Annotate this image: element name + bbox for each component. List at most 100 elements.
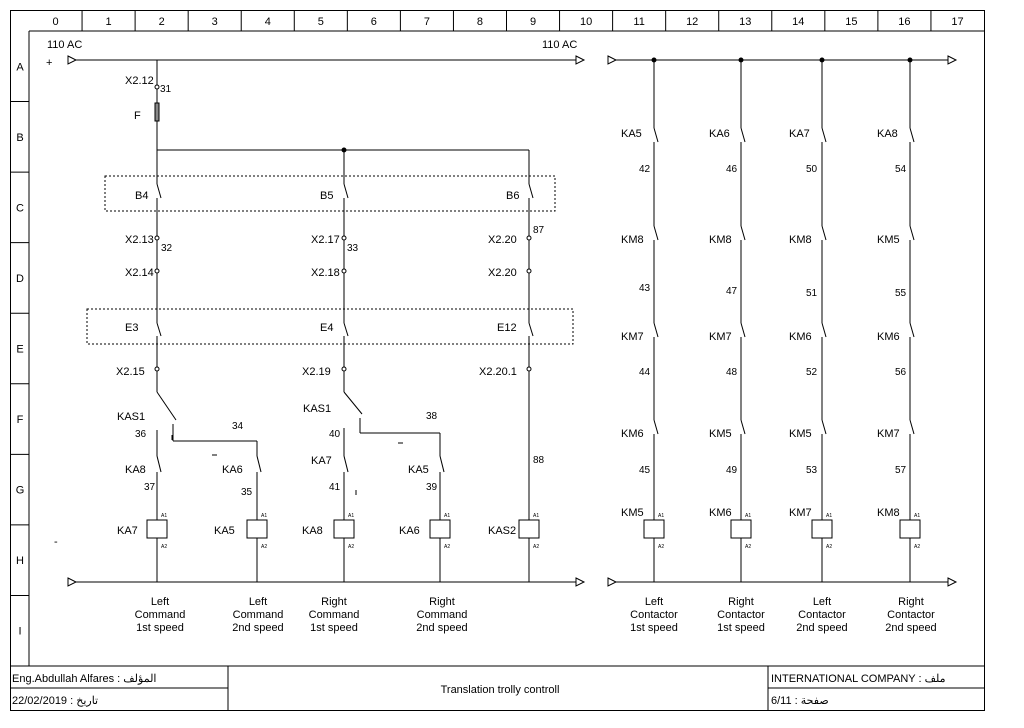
contact-label: KM8: [709, 234, 732, 246]
contact-label: KA8: [877, 128, 898, 140]
left-function-labels: Left Command 1st speed Left Command 2nd …: [135, 596, 468, 634]
column-number: 6: [371, 16, 377, 28]
interlock-label: KA6: [222, 464, 243, 476]
pin-label: A1: [745, 513, 751, 519]
pin-label: A2: [261, 544, 267, 550]
wire-number: 56: [895, 367, 907, 378]
terminal-label: X2.14: [125, 267, 154, 279]
contact-label: KM8: [621, 234, 644, 246]
date-text: 22/02/2019 : تاريخ: [12, 695, 98, 707]
coil-label: KM7: [789, 507, 812, 519]
left-coils: [146, 519, 540, 539]
function-label: 2nd speed: [416, 622, 467, 634]
coil-label: KM5: [621, 507, 644, 519]
limit-switch-2-label: B5: [320, 190, 333, 202]
function-label: Contactor: [717, 609, 765, 621]
terminal-label: X2.20: [488, 267, 517, 279]
wire-number: 32: [161, 243, 173, 254]
row-letter: E: [16, 344, 23, 356]
kas-contact-label: KAS1: [303, 403, 331, 415]
function-label: Right: [429, 596, 455, 608]
pin-label: A1: [533, 513, 539, 519]
right-circuit-wiring: [651, 57, 915, 582]
pin-label: A2: [745, 544, 751, 550]
wire-number: 46: [726, 164, 738, 175]
wire-number: 51: [806, 288, 818, 299]
wire-number: 48: [726, 367, 738, 378]
contact-label: KM6: [789, 331, 812, 343]
fuse-label: F: [134, 110, 141, 122]
wire-number: 43: [639, 283, 651, 294]
right-function-labels: Left Contactor 1st speed Right Contactor…: [630, 596, 937, 634]
contact-label: KA6: [709, 128, 730, 140]
right-labels: KA5 42 KM8 43 KM7 44 KM6 45 KM5 KA6 46 K…: [621, 128, 907, 519]
column-number: 14: [792, 16, 804, 28]
contact-label: KM5: [877, 234, 900, 246]
pin-label: A2: [444, 544, 450, 550]
contact-label: KM6: [877, 331, 900, 343]
row-letter: G: [16, 485, 25, 497]
pin-label: A2: [658, 544, 664, 550]
function-label: Command: [135, 609, 186, 621]
coil-label: KM8: [877, 507, 900, 519]
wire-number: 87: [533, 225, 545, 236]
limit-switch-3-label: B6: [506, 190, 519, 202]
terminal-label: X2.20.1: [479, 366, 517, 378]
column-number: 17: [951, 16, 963, 28]
supply-bus: 110 AC 110 AC + -: [46, 39, 958, 587]
wire-number: 34: [232, 421, 244, 432]
contact-label: KA7: [789, 128, 810, 140]
wire-number: 50: [806, 164, 818, 175]
function-label: Right: [728, 596, 754, 608]
contact-label: KM5: [789, 428, 812, 440]
function-label: Right: [898, 596, 924, 608]
wire-number: 36: [135, 429, 147, 440]
wire-number: 49: [726, 465, 738, 476]
function-label: Command: [309, 609, 360, 621]
fuse-wire-label: 31: [160, 84, 172, 95]
column-number: 9: [530, 16, 536, 28]
selector-1-label: E3: [125, 322, 138, 334]
column-number: 0: [52, 16, 58, 28]
right-coils: [643, 519, 921, 539]
column-number: 8: [477, 16, 483, 28]
column-number: 1: [106, 16, 112, 28]
function-label: Contactor: [630, 609, 678, 621]
limit-switch-1-label: B4: [135, 190, 148, 202]
pin-label: A1: [658, 513, 664, 519]
coil-label: KA7: [117, 525, 138, 537]
drawing-title: Translation trolly controll: [441, 684, 560, 696]
wire-number: 44: [639, 367, 651, 378]
function-label: Left: [151, 596, 169, 608]
wire-number: 39: [426, 482, 438, 493]
wire-number: 57: [895, 465, 907, 476]
outer-frame: [10, 10, 985, 711]
column-number: 2: [159, 16, 165, 28]
function-label: 2nd speed: [796, 622, 847, 634]
function-label: Left: [645, 596, 663, 608]
wire-number: 37: [144, 482, 156, 493]
interlock-label: KA5: [408, 464, 429, 476]
function-label: Left: [249, 596, 267, 608]
contact-label: KM8: [789, 234, 812, 246]
wire-number: 54: [895, 164, 907, 175]
wire-number: 41: [329, 482, 341, 493]
row-letter: B: [16, 132, 23, 144]
contact-label: KM7: [709, 331, 732, 343]
wire-number: 42: [639, 164, 651, 175]
pin-label: A1: [161, 513, 167, 519]
coil-pin-labels: A1 A2 A1 A2 A1 A2 A1 A2 A1 A2 A1 A2 A1 A…: [161, 513, 920, 550]
function-label: Command: [417, 609, 468, 621]
function-label: Command: [233, 609, 284, 621]
column-number: 13: [739, 16, 751, 28]
column-number: 3: [212, 16, 218, 28]
contact-label: KM5: [709, 428, 732, 440]
interlock-label: KA8: [125, 464, 146, 476]
left-circuit-wiring: [86, 60, 574, 582]
pin-label: A1: [826, 513, 832, 519]
function-label: 2nd speed: [232, 622, 283, 634]
column-number: 10: [580, 16, 592, 28]
